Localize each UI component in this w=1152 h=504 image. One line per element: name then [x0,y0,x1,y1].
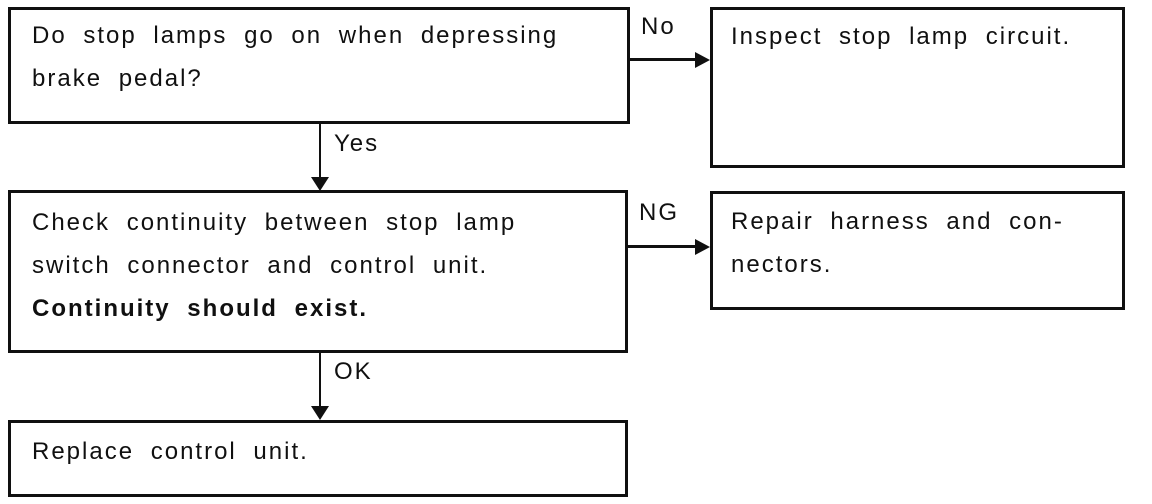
repair-text-line1: Repair harness and con- [731,208,1064,235]
check-text-line2: switch connector and control unit. [32,252,489,279]
arrow-no-line [630,58,696,61]
flow-box-replace-control-unit: Replace control unit. [8,420,628,497]
arrow-yes-line [319,124,321,178]
flow-box-repair-harness: Repair harness and con- nectors. [710,191,1125,310]
inspect-text-line1: Inspect stop lamp circuit. [731,23,1072,50]
question-text-line2: brake pedal? [32,65,203,92]
question-text-line1: Do stop lamps go on when depressing [32,22,559,49]
branch-label-ok: OK [334,358,373,385]
arrow-ok-line [319,353,321,407]
flow-box-check-continuity: Check continuity between stop lamp switc… [8,190,628,353]
arrow-right-icon [695,52,710,68]
branch-label-yes: Yes [334,130,380,157]
branch-label-no: No [641,13,676,40]
arrow-down-icon [311,177,329,191]
flow-box-stop-lamp-question: Do stop lamps go on when depressing brak… [8,7,630,124]
flow-box-inspect-stop-lamp-circuit: Inspect stop lamp circuit. [710,7,1125,168]
arrow-ng-line [628,245,696,248]
check-text-line3-bold: Continuity should exist. [32,295,369,322]
arrow-down-icon [311,406,329,420]
arrow-right-icon [695,239,710,255]
branch-label-ng: NG [639,199,679,226]
check-text-line1: Check continuity between stop lamp [32,209,517,236]
replace-text-line1: Replace control unit. [32,438,309,465]
repair-text-line2: nectors. [731,251,833,278]
